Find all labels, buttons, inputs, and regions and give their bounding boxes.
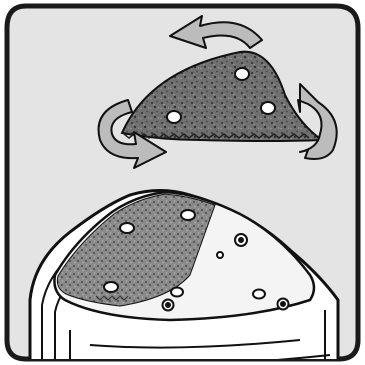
instruction-illustration xyxy=(0,0,365,365)
illustration-canvas xyxy=(0,0,365,365)
